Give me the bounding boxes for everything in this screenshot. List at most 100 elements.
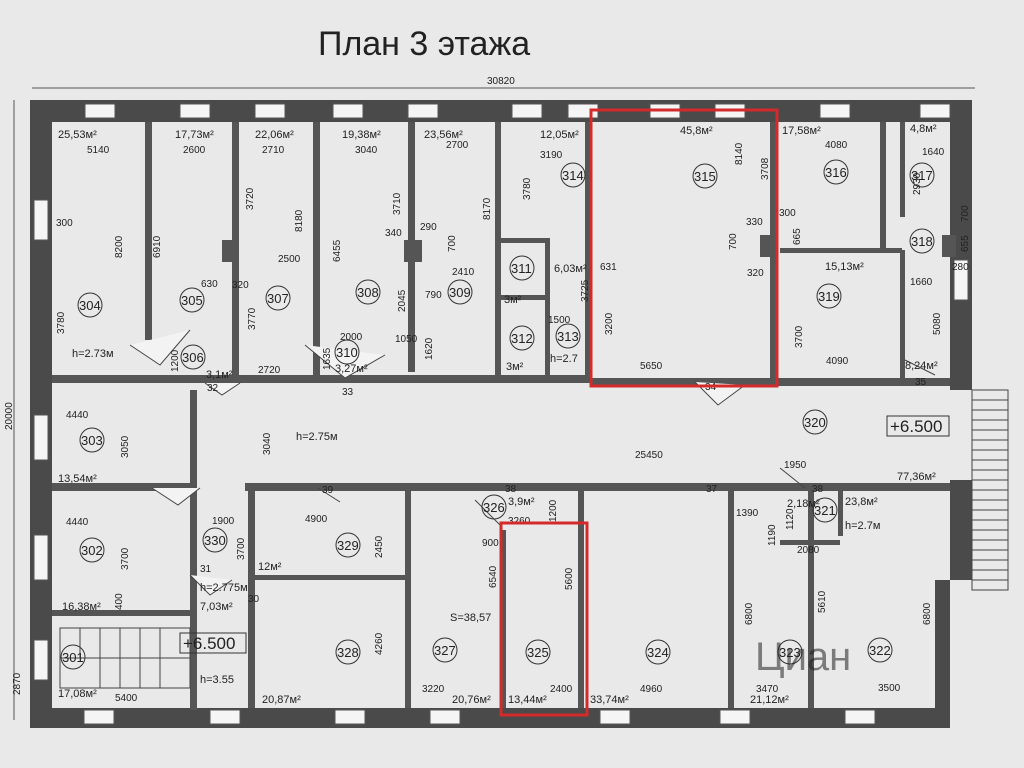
- height-304: h=2.73м: [72, 348, 114, 360]
- svg-text:4260: 4260: [374, 632, 385, 655]
- room-304-area: 25,53м²: [58, 129, 97, 141]
- svg-text:2410: 2410: [452, 267, 475, 278]
- room-328-area: 20,87м²: [262, 694, 301, 706]
- svg-text:324: 324: [647, 645, 669, 660]
- svg-text:312: 312: [511, 331, 533, 346]
- svg-text:311: 311: [511, 261, 532, 276]
- svg-text:1620: 1620: [424, 337, 435, 360]
- staircase-right: [971, 389, 1009, 591]
- svg-text:3040: 3040: [262, 432, 273, 455]
- svg-text:8180: 8180: [294, 209, 305, 232]
- svg-text:4090: 4090: [826, 356, 849, 367]
- room-324-area: 33,74м²: [590, 694, 629, 706]
- room-325: 325: [525, 639, 551, 665]
- room-312: 312: [509, 325, 535, 351]
- svg-text:631: 631: [600, 262, 617, 273]
- svg-text:700: 700: [728, 233, 739, 250]
- svg-text:1120: 1120: [785, 508, 796, 530]
- plan-title: План 3 этажа: [318, 25, 530, 63]
- svg-text:3700: 3700: [236, 537, 247, 560]
- svg-text:4960: 4960: [640, 684, 663, 695]
- svg-text:8140: 8140: [734, 142, 745, 165]
- room-316: 316: [823, 159, 849, 185]
- svg-text:2045: 2045: [397, 289, 408, 312]
- room-329-area: 12м²: [258, 561, 282, 573]
- svg-text:5610: 5610: [817, 590, 828, 613]
- svg-text:700: 700: [960, 205, 971, 222]
- corridor-area-3-1: 3,1м²: [206, 369, 233, 381]
- room-area-s-38-57: S=38,57: [450, 612, 491, 624]
- room-315-area: 45,8м²: [680, 125, 713, 137]
- room-313-area: 6,03м²: [554, 263, 587, 275]
- room-area-8-24: 8,24м²: [905, 360, 938, 372]
- room-309: 309: [447, 279, 473, 305]
- svg-text:1950: 1950: [784, 460, 807, 471]
- room-321: 321: [812, 497, 838, 523]
- svg-text:314: 314: [562, 168, 584, 183]
- room-322-area: 23,8м²: [845, 496, 878, 508]
- room-315: 315: [692, 163, 718, 189]
- room-323-area: 21,12м²: [750, 694, 789, 706]
- room-308-area: 19,38м²: [342, 129, 381, 141]
- svg-text:4440: 4440: [66, 410, 89, 421]
- svg-text:3725: 3725: [580, 279, 591, 302]
- svg-text:2000: 2000: [340, 332, 363, 343]
- room-324: 324: [645, 639, 671, 665]
- svg-text:302: 302: [81, 543, 103, 558]
- interior-walls: [52, 122, 956, 710]
- svg-text:35: 35: [915, 377, 927, 388]
- room-327-area: 20,76м²: [452, 694, 491, 706]
- door-swings: [129, 329, 936, 596]
- svg-text:320: 320: [232, 280, 249, 291]
- svg-text:290: 290: [420, 222, 437, 233]
- svg-text:318: 318: [911, 234, 933, 249]
- room-330: 330: [202, 527, 228, 553]
- svg-text:3708: 3708: [760, 157, 771, 180]
- svg-text:8170: 8170: [482, 197, 493, 220]
- room-305: 305: [179, 287, 205, 313]
- svg-text:5080: 5080: [932, 312, 943, 335]
- height-330: h=2.775м: [200, 582, 248, 594]
- svg-text:320: 320: [747, 268, 764, 279]
- svg-text:320: 320: [804, 415, 826, 430]
- svg-text:330: 330: [746, 217, 763, 228]
- svg-text:5650: 5650: [640, 361, 663, 372]
- svg-text:38: 38: [812, 484, 824, 495]
- svg-text:321: 321: [814, 503, 836, 518]
- svg-text:3200: 3200: [604, 312, 615, 335]
- room-308: 308: [355, 279, 381, 305]
- svg-text:1500: 1500: [548, 315, 571, 326]
- highlight-room-325: [499, 521, 589, 717]
- svg-text:1200: 1200: [170, 349, 181, 372]
- svg-text:2400: 2400: [550, 684, 573, 695]
- svg-text:308: 308: [357, 285, 379, 300]
- svg-text:2080: 2080: [797, 545, 820, 556]
- svg-text:1200: 1200: [548, 499, 559, 522]
- svg-text:2450: 2450: [374, 535, 385, 558]
- svg-text:39: 39: [322, 485, 334, 496]
- room-302-area: 16,38м²: [62, 601, 101, 613]
- room-326: 326: [481, 494, 507, 520]
- svg-text:3780: 3780: [522, 177, 533, 200]
- room-311-area: 3м²: [504, 294, 522, 306]
- height-313: h=2.7: [550, 353, 578, 365]
- svg-text:700: 700: [447, 235, 458, 252]
- svg-text:5140: 5140: [87, 145, 110, 156]
- svg-text:327: 327: [434, 643, 456, 658]
- svg-text:6800: 6800: [744, 602, 755, 625]
- room-328: 328: [335, 639, 361, 665]
- svg-text:1050: 1050: [395, 334, 418, 345]
- room-325-area: 13,44м²: [508, 694, 547, 706]
- room-314-area: 12,05м²: [540, 129, 579, 141]
- room-310-area: 3,27м²: [335, 363, 368, 375]
- svg-text:1190: 1190: [767, 524, 778, 546]
- svg-text:2500: 2500: [278, 254, 301, 265]
- room-303: 303: [79, 427, 105, 453]
- svg-text:6455: 6455: [332, 239, 343, 262]
- svg-text:3470: 3470: [756, 684, 779, 695]
- elevation-label-2: +6.500: [183, 634, 235, 653]
- svg-text:37: 37: [706, 484, 718, 495]
- staircase-left: [59, 627, 191, 689]
- svg-text:307: 307: [267, 291, 289, 306]
